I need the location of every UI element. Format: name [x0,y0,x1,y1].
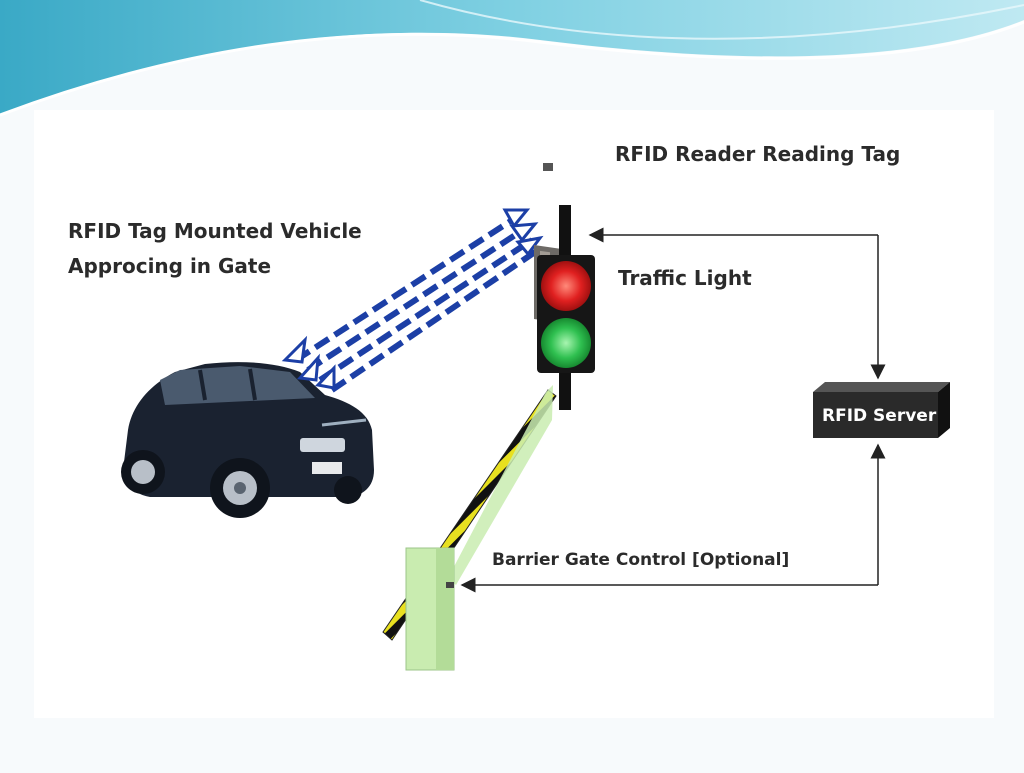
rfid-server-icon [813,382,950,438]
header-wave [0,0,1024,117]
connection-lines [460,227,886,593]
barrier-gate-icon [382,385,557,671]
traffic-light-icon [537,205,595,410]
barrier-label: Barrier Gate Control [Optional] [492,550,790,570]
traffic-light-label: Traffic Light [618,266,752,290]
vehicle-label-line2: Approcing in Gate [68,254,272,278]
server-label: RFID Server [822,406,937,426]
vehicle-label: RFID Tag Mounted Vehicle Approcing in Ga… [68,214,362,284]
reader-label: RFID Reader Reading Tag [615,142,901,166]
vehicle-label-line1: RFID Tag Mounted Vehicle [68,219,362,243]
signal-wave-arrows [294,212,540,393]
car-icon [121,362,374,518]
